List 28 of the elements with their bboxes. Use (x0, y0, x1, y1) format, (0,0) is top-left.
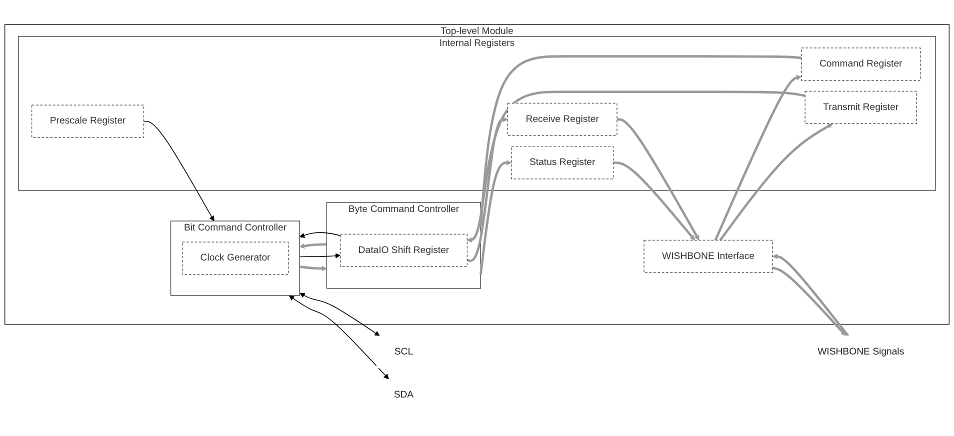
node-box: Prescale Register (32, 104, 144, 138)
arrow (714, 74, 802, 241)
node-text: WISHBONE Signals (818, 346, 904, 357)
arrow (300, 266, 327, 272)
arrow (466, 116, 508, 262)
arrow (772, 266, 846, 336)
node-box: WISHBONE Interface (644, 240, 773, 273)
arrow (288, 295, 389, 380)
node-box: Clock Generator (182, 242, 289, 275)
node-box: Status Register (511, 146, 614, 180)
arrow (479, 160, 512, 275)
arrow (719, 123, 834, 241)
arrow (299, 243, 327, 249)
arrow (466, 90, 806, 242)
arrow (478, 55, 802, 227)
arrow (143, 120, 214, 222)
node-box: Transmit Register (804, 90, 917, 124)
node-text: SDA (394, 390, 414, 400)
arrow (299, 253, 340, 258)
arrow (613, 162, 696, 240)
arrow (300, 292, 380, 336)
arrow (616, 118, 700, 240)
node-box: DataIO Shift Register (340, 234, 468, 267)
arrow (299, 232, 341, 238)
node-text: SCL (394, 346, 414, 357)
node-box: Receive Register (507, 102, 618, 136)
arrow (772, 254, 850, 337)
node-box: Command Register (801, 48, 921, 81)
